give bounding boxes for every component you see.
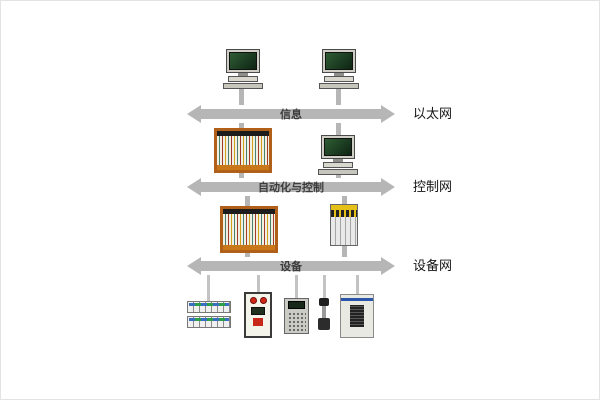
drive-label-stripe <box>341 298 373 301</box>
system-unit <box>228 76 258 82</box>
plc-controller-icon <box>330 204 358 246</box>
keyboard <box>319 83 359 89</box>
rack-top-strip <box>223 209 275 214</box>
red-button-icon <box>259 297 267 304</box>
arrow-left-icon <box>187 257 201 275</box>
connector-line <box>342 196 347 204</box>
terminal-row <box>187 301 231 313</box>
arrow-left-icon <box>187 105 201 123</box>
monitor-stand <box>238 73 248 76</box>
network-name-label: 控制网 <box>413 180 453 195</box>
screen <box>324 138 352 156</box>
sensor-connector-icon <box>316 298 332 334</box>
arrow-right-icon <box>381 257 395 275</box>
monitor-stand <box>333 159 343 162</box>
plc-top-strip <box>331 205 357 210</box>
controller-rack-icon <box>214 128 272 173</box>
drive-front-panel <box>350 305 364 327</box>
control-bus-arrow: 自动化与控制 <box>187 178 395 196</box>
device-bus-arrow: 设备 <box>187 257 395 275</box>
rack-card-slots <box>217 136 269 165</box>
connector-line <box>239 173 244 178</box>
red-button-icon <box>249 297 257 304</box>
bus-body: 设备 <box>200 259 382 273</box>
bus-label: 自动化与控制 <box>258 180 324 194</box>
connector-line <box>336 174 341 178</box>
connector-line <box>245 253 250 257</box>
rack-bottom-strip <box>217 165 269 170</box>
sensor-base <box>318 318 330 330</box>
keypad-keys <box>287 311 306 331</box>
keyboard <box>318 169 358 175</box>
drive-unit-icon <box>340 294 374 338</box>
connector-line <box>239 123 244 128</box>
connector-line <box>323 275 326 298</box>
sensor-cap <box>319 298 329 306</box>
operator-panel-icon <box>244 292 272 338</box>
connector-line <box>336 123 341 135</box>
plc-indicator-band <box>331 210 357 217</box>
workstation-icon <box>219 49 267 89</box>
plc-body <box>331 217 357 245</box>
bus-label: 设备 <box>280 259 302 273</box>
rack-bottom-strip <box>223 245 275 250</box>
bus-label: 信息 <box>280 107 302 121</box>
terminal-row <box>187 316 231 328</box>
rack-card-slots <box>223 214 275 245</box>
connector-line <box>245 196 250 206</box>
workstation-icon <box>315 49 363 89</box>
red-indicator <box>253 318 263 326</box>
monitor <box>322 49 356 73</box>
ethernet-bus-arrow: 信息 <box>187 105 395 123</box>
rack-top-strip <box>217 131 269 136</box>
handheld-keypad-icon <box>284 298 309 334</box>
connector-line <box>356 275 359 294</box>
io-terminal-blocks-icon <box>187 301 231 329</box>
bus-body: 信息 <box>200 107 382 121</box>
monitor-stand <box>334 73 344 76</box>
bus-body: 自动化与控制 <box>200 180 382 194</box>
connector-line <box>239 89 244 105</box>
screen <box>325 52 353 70</box>
keyboard <box>223 83 263 89</box>
button-row <box>248 297 268 304</box>
monitor <box>321 135 355 159</box>
controller-rack-icon <box>220 206 278 253</box>
sensor-stem <box>322 306 326 318</box>
screen <box>229 52 257 70</box>
monitor <box>226 49 260 73</box>
arrow-left-icon <box>187 178 201 196</box>
connector-line <box>342 246 347 257</box>
connector-line <box>207 275 210 301</box>
panel-display <box>251 307 265 315</box>
operator-workstation-icon <box>314 135 362 175</box>
arrow-right-icon <box>381 178 395 196</box>
connector-line <box>336 89 341 105</box>
keypad-screen <box>288 301 305 309</box>
connector-line <box>295 275 298 298</box>
network-name-label: 以太网 <box>413 107 453 122</box>
connector-line <box>257 275 260 292</box>
arrow-right-icon <box>381 105 395 123</box>
system-unit <box>324 76 354 82</box>
network-name-label: 设备网 <box>413 259 453 274</box>
system-unit <box>323 162 353 168</box>
